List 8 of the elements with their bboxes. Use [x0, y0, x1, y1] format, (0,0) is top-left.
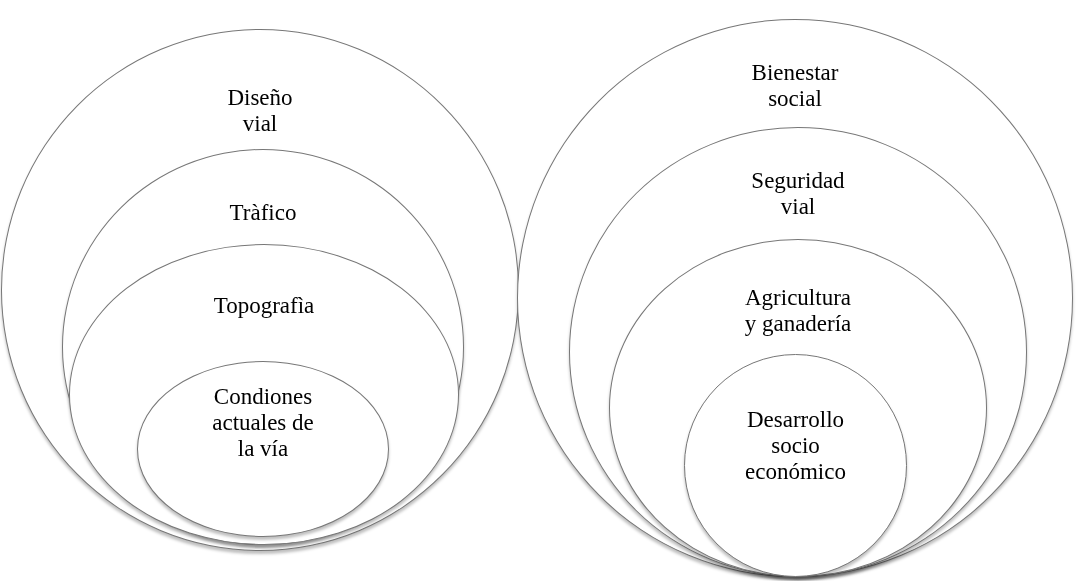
ellipse-label: Condiones actuales de la vía — [211, 384, 315, 462]
ellipse-label: Tràfico — [228, 200, 298, 226]
ellipse-label: Diseño vial — [226, 85, 294, 137]
ellipse-label: Topografìa — [212, 293, 316, 319]
ellipse-label: Desarrollo socio económico — [744, 407, 847, 485]
ellipse-label: Bienestar social — [750, 60, 840, 112]
ellipse-label: Seguridad vial — [750, 168, 846, 220]
ellipse-label: Agricultura y ganadería — [743, 285, 853, 337]
